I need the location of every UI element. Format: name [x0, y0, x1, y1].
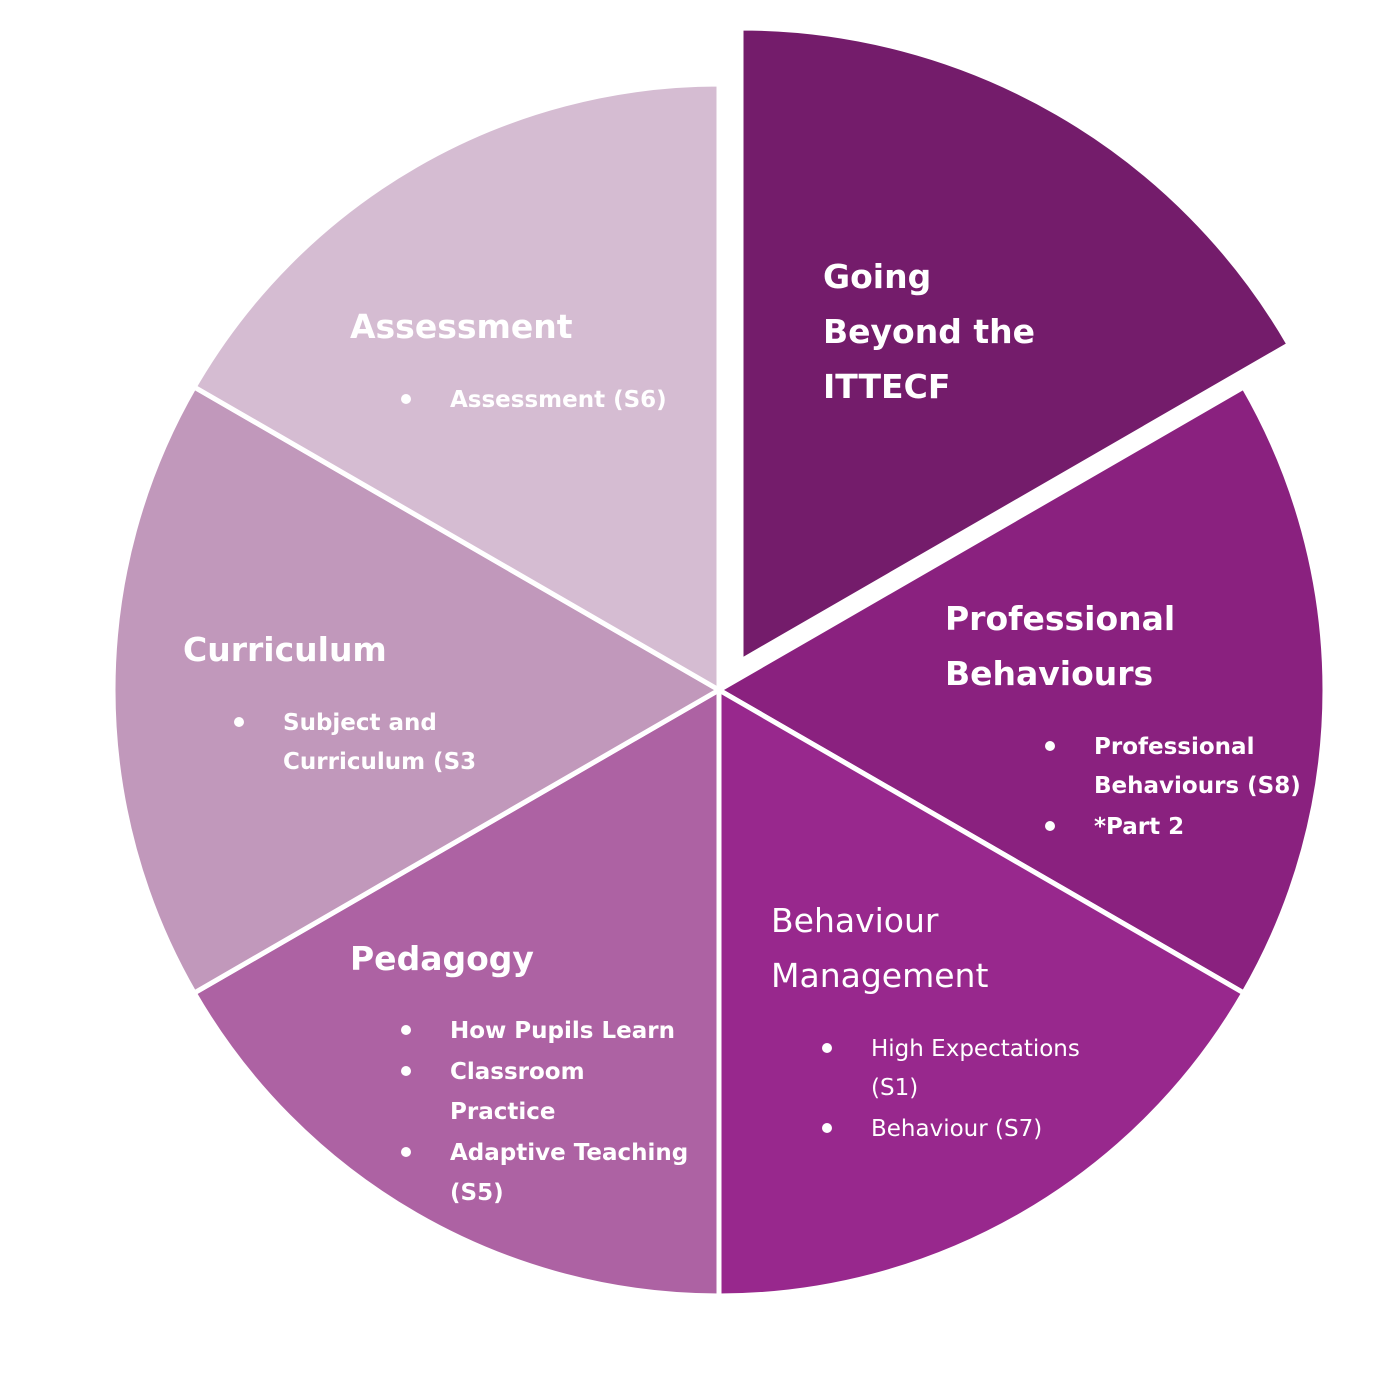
segment-item-assessment: Assessment (S6): [450, 387, 667, 413]
wedge-curriculum: [110, 384, 722, 996]
bullet-icon: [822, 1123, 832, 1133]
segment-title-going-beyond: ITTECF: [823, 367, 950, 406]
segment-title-assessment: Assessment: [350, 307, 573, 346]
segment-title-pedagogy: Pedagogy: [350, 939, 534, 978]
segment-title-professional-behaviours: Professional: [945, 599, 1175, 638]
segment-item-professional-behaviours: Professional: [1094, 734, 1254, 760]
bullet-icon: [401, 1066, 411, 1076]
segment-title-professional-behaviours: Behaviours: [945, 654, 1153, 693]
bullet-icon: [401, 1147, 411, 1157]
segment-item-professional-behaviours: Behaviours (S8): [1094, 773, 1301, 799]
bullet-icon: [822, 1043, 832, 1053]
wedge-professional-behaviours: [716, 384, 1328, 996]
segment-item-professional-behaviours: *Part 2: [1094, 814, 1184, 840]
segment-item-pedagogy: (S5): [450, 1180, 504, 1206]
bullet-icon: [401, 394, 411, 404]
segment-item-pedagogy: Classroom: [450, 1059, 585, 1085]
bullet-icon: [234, 717, 244, 727]
bullet-icon: [401, 1025, 411, 1035]
segment-item-pedagogy: Practice: [450, 1099, 555, 1125]
wheel-wedges: [110, 25, 1328, 1299]
segment-title-behaviour-management: Management: [771, 956, 988, 995]
bullet-icon: [1045, 821, 1055, 831]
segment-item-curriculum: Subject and: [283, 710, 437, 736]
wedge-assessment: [191, 81, 722, 693]
segment-item-pedagogy: How Pupils Learn: [450, 1018, 675, 1044]
wedge-pedagogy: [191, 687, 722, 1299]
segment-title-curriculum: Curriculum: [183, 630, 387, 669]
segment-item-behaviour-management: High Expectations: [871, 1036, 1080, 1062]
segment-item-behaviour-management: (S1): [871, 1075, 918, 1101]
segment-title-going-beyond: Beyond the: [823, 312, 1035, 351]
segment-item-pedagogy: Adaptive Teaching: [450, 1140, 688, 1166]
segment-item-curriculum: Curriculum (S3: [283, 749, 476, 775]
segment-item-behaviour-management: Behaviour (S7): [871, 1116, 1042, 1142]
segment-title-going-beyond: Going: [823, 257, 931, 296]
wedge-going-beyond: [738, 25, 1292, 664]
wedge-behaviour-management: [716, 687, 1247, 1299]
segment-title-behaviour-management: Behaviour: [771, 901, 939, 940]
bullet-icon: [1045, 741, 1055, 751]
